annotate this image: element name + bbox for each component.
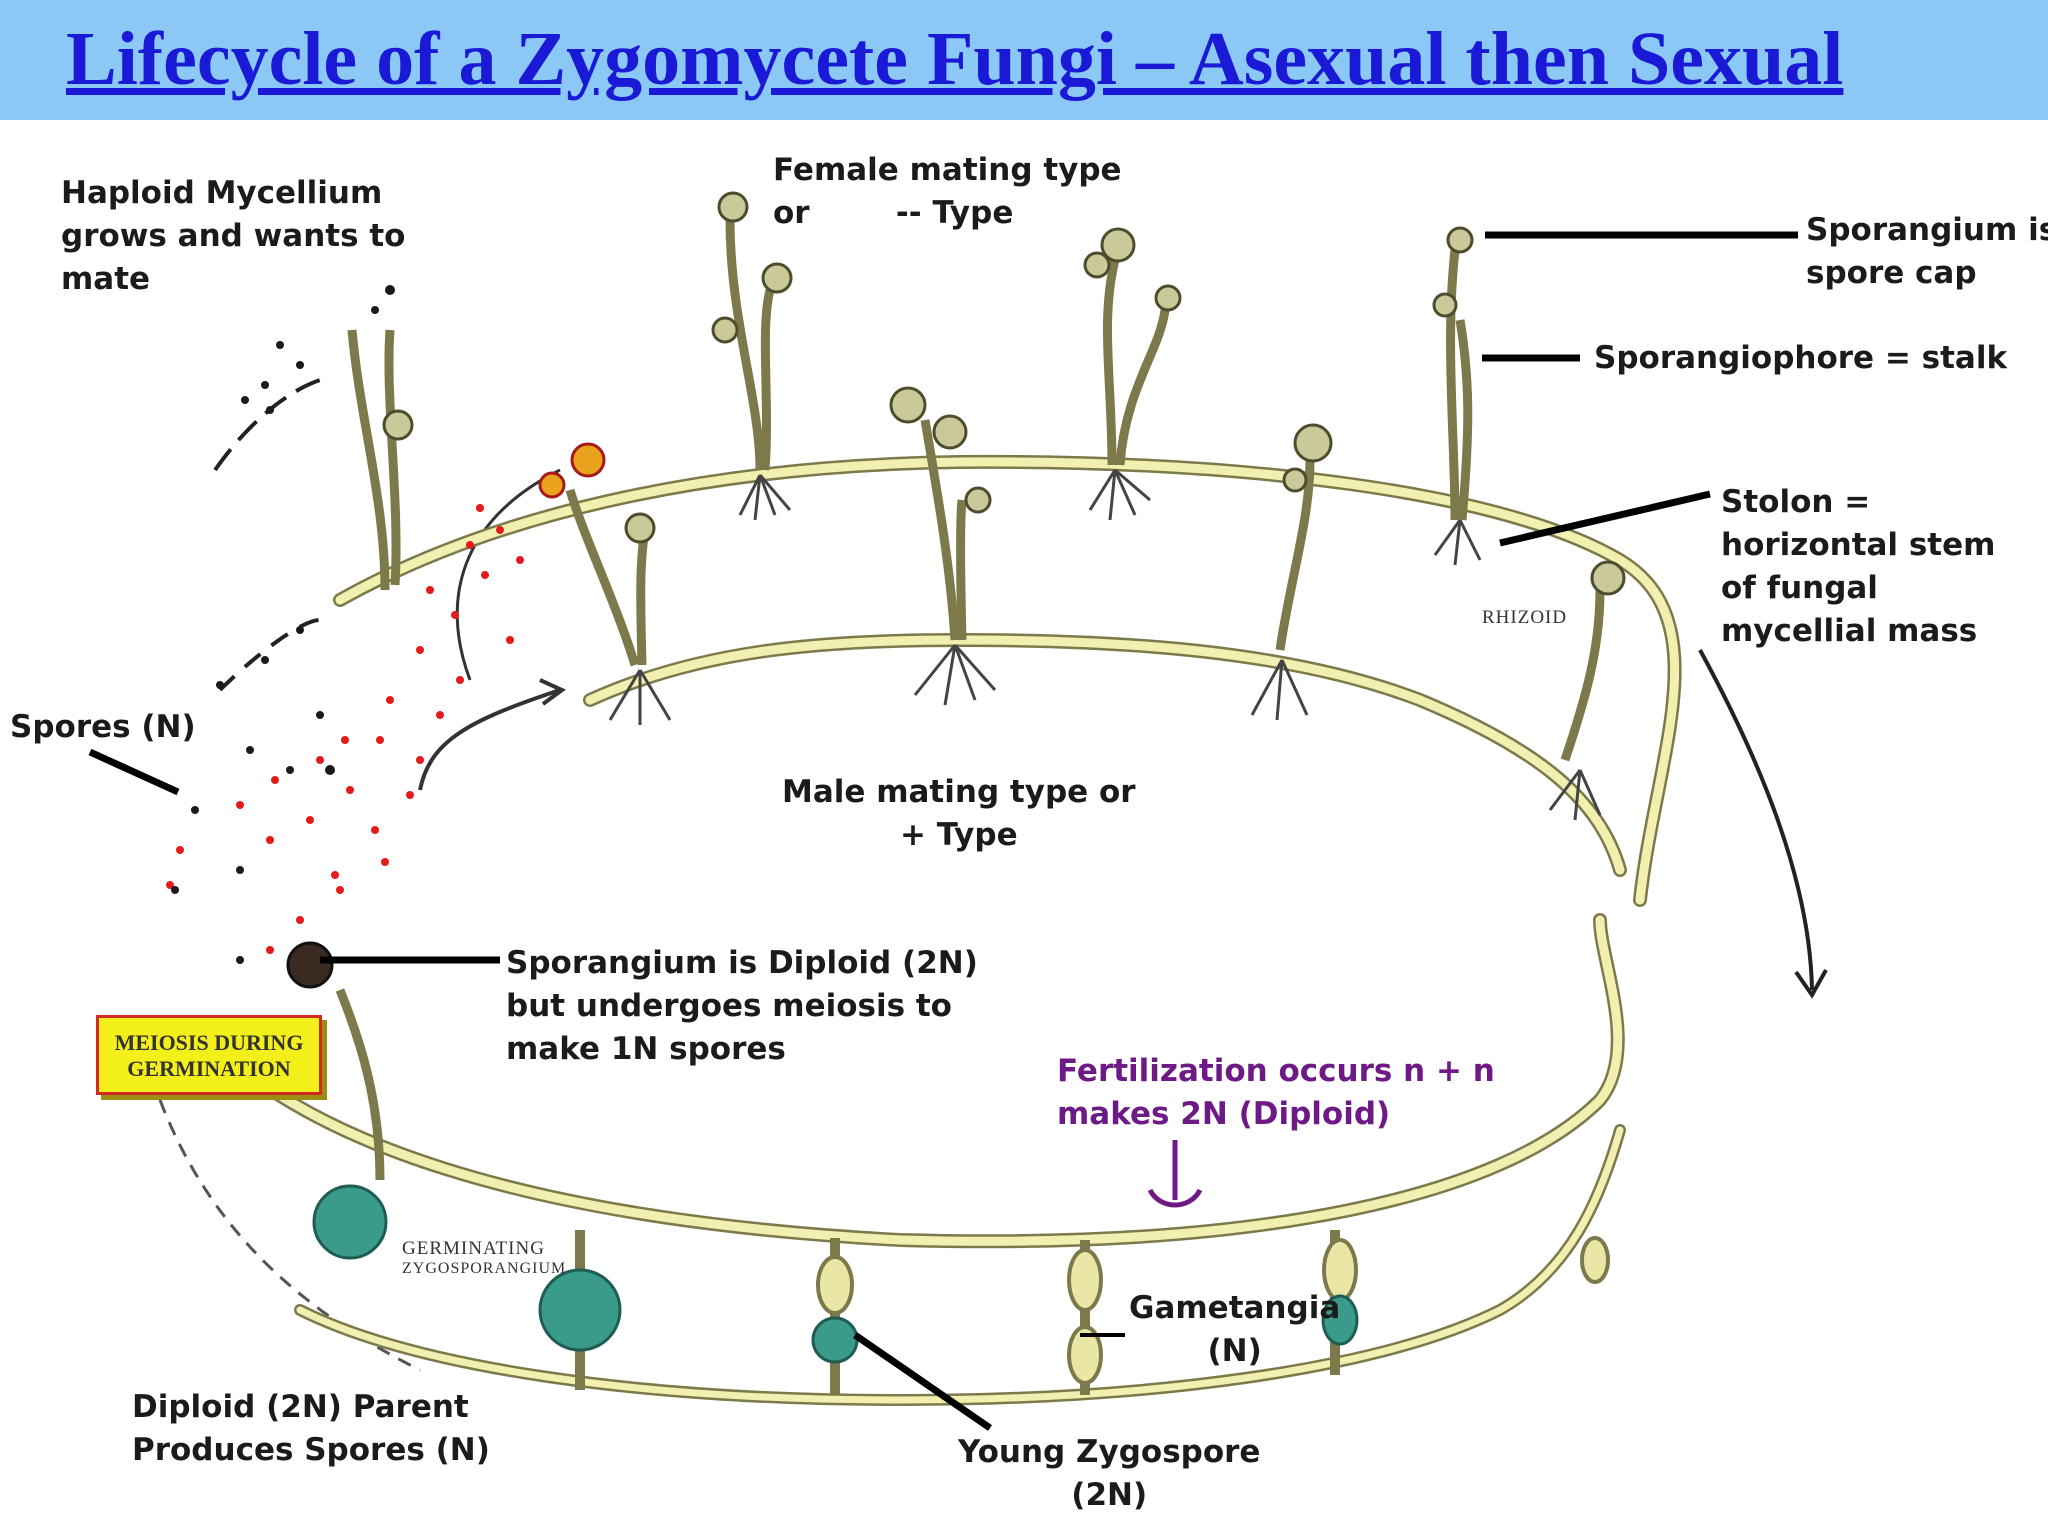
black-spores [171, 285, 395, 964]
label-germinating-zygosporangium: GERMINATING ZYGOSPORANGIUM [402, 1238, 567, 1278]
cycle-arrow-right-head [1794, 969, 1828, 999]
spore-arrow-mid [218, 618, 321, 692]
label-fertilization: Fertilization occurs n + n makes 2N (Dip… [1057, 1053, 1495, 1132]
label-female-mating-type: Female mating type or -- Type [773, 152, 1122, 231]
spore-arrow-red [418, 688, 561, 791]
label-spores: Spores (N) [10, 709, 196, 745]
label-male-mating-type: Male mating type or + Type [782, 774, 1136, 853]
sporangiophores-inner [335, 419, 1605, 1181]
spore-arrow-top [213, 378, 321, 472]
red-sporangia [538, 442, 606, 499]
label-stolon: Stolon = horizontal stem of fungal mycel… [1721, 484, 1996, 649]
sporangia-caps [382, 191, 1626, 596]
diploid-sporangium [286, 941, 334, 989]
zygospores [312, 1184, 1359, 1364]
label-sporangiophore: Sporangiophore = stalk [1594, 340, 2008, 376]
label-gametangia: Gametangia (N) [1129, 1290, 1341, 1369]
pointer-lines [88, 231, 1798, 1431]
spore-arrow-upper [455, 468, 561, 681]
spore-arrow-red-head [539, 678, 566, 706]
fertilization-arrow [1147, 1140, 1203, 1208]
label-young-zygospore: Young Zygospore (2N) [958, 1434, 1261, 1513]
label-sporangium-diploid: Sporangium is Diploid (2N) but undergoes… [506, 945, 978, 1067]
red-spores [166, 504, 524, 954]
gametangia-row [575, 1230, 1610, 1395]
page-title: Lifecycle of a Zygomycete Fungi – Asexua… [66, 17, 1844, 101]
label-rhizoid: RHIZOID [1482, 607, 1568, 628]
sporangiophores-outer [347, 219, 1473, 591]
label-haploid-mycellium: Haploid Mycellium grows and wants to mat… [61, 175, 406, 297]
cycle-arrow-right [1698, 649, 1814, 991]
cycle-arrow-left [158, 1099, 421, 1372]
label-diploid-parent: Diploid (2N) Parent Produces Spores (N) [132, 1389, 490, 1468]
rhizoids [608, 468, 1602, 821]
meiosis-during-germination-box: MEIOSIS DURING GERMINATION [96, 1015, 322, 1095]
title-bar [0, 0, 2048, 120]
label-sporangium-cap: Sporangium is spore cap [1806, 212, 2048, 291]
